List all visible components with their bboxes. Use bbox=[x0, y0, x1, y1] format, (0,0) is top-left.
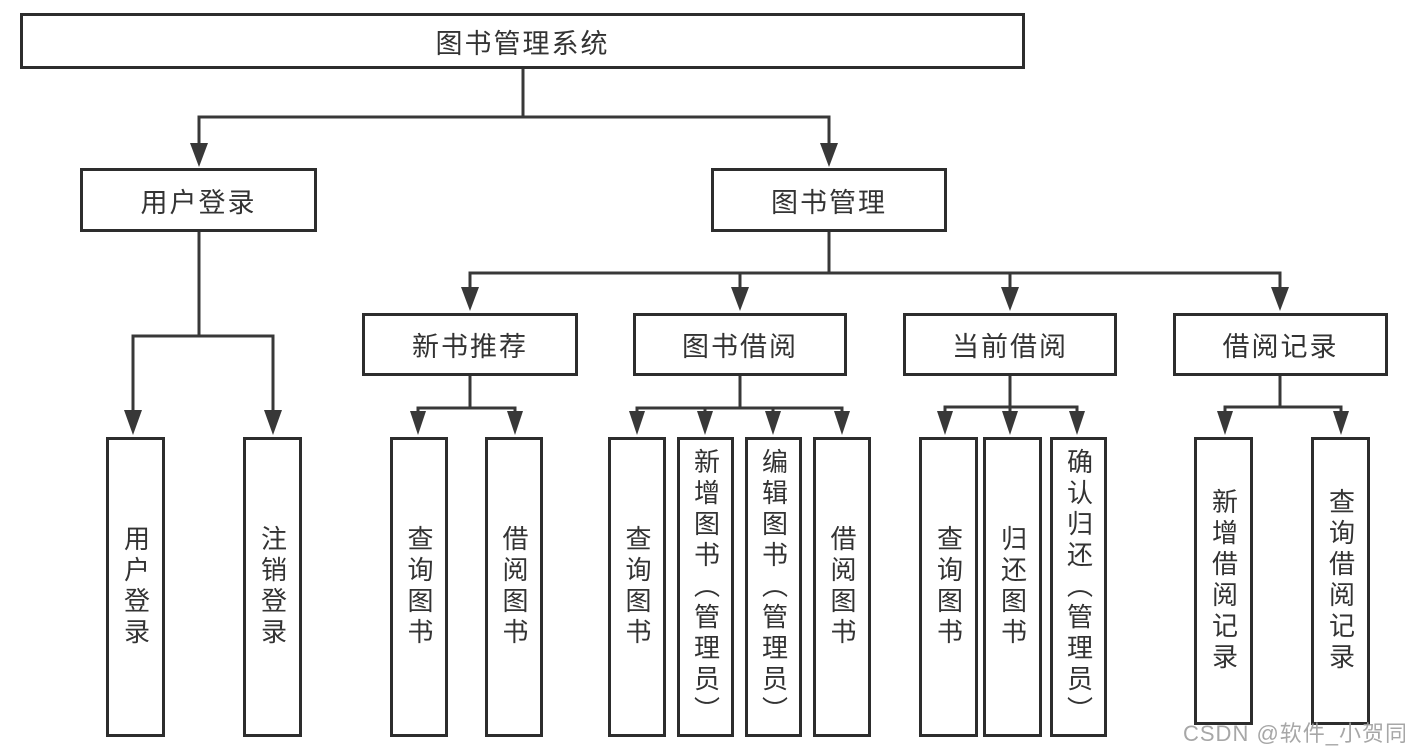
node-label: 用户登录 bbox=[120, 525, 151, 649]
watermark: CSDN @软件_小贺同学 bbox=[1183, 721, 1405, 746]
node-label: 新增图书（管理员） bbox=[690, 447, 721, 727]
leaf-return-books: 归还图书 bbox=[983, 437, 1042, 737]
node-label: 当前借阅 bbox=[952, 332, 1068, 362]
leaf-query-books-borrow: 查询图书 bbox=[608, 437, 666, 737]
node-label: 查询图书 bbox=[404, 525, 434, 649]
node-user-login: 用户登录 bbox=[80, 168, 317, 232]
node-book-management: 图书管理 bbox=[711, 168, 947, 232]
node-label: 查询图书 bbox=[933, 525, 964, 649]
leaf-confirm-return-admin: 确认归还（管理员） bbox=[1050, 437, 1107, 737]
leaf-borrow-books-recommend: 借阅图书 bbox=[485, 437, 543, 737]
leaf-user-login: 用户登录 bbox=[106, 437, 165, 737]
node-label: 归还图书 bbox=[997, 525, 1028, 649]
node-label: 用户登录 bbox=[140, 187, 257, 218]
leaf-query-books-current: 查询图书 bbox=[919, 437, 978, 737]
node-new-book-recommend: 新书推荐 bbox=[362, 313, 578, 376]
node-label: 图书管理 bbox=[771, 187, 887, 218]
node-label: 注销登录 bbox=[257, 525, 288, 649]
node-borrow-records: 借阅记录 bbox=[1173, 313, 1388, 376]
node-label: 借阅记录 bbox=[1222, 332, 1339, 362]
leaf-query-books-recommend: 查询图书 bbox=[390, 437, 448, 737]
node-label: 确认归还（管理员） bbox=[1063, 447, 1094, 727]
leaf-logout: 注销登录 bbox=[243, 437, 302, 737]
node-library-management-system: 图书管理系统 bbox=[20, 13, 1025, 69]
node-label: 查询借阅记录 bbox=[1325, 488, 1356, 674]
node-label: 借阅图书 bbox=[827, 525, 857, 649]
node-label: 借阅图书 bbox=[499, 525, 529, 649]
leaf-borrow-books: 借阅图书 bbox=[813, 437, 871, 737]
node-book-borrow: 图书借阅 bbox=[633, 313, 847, 376]
node-label: 查询图书 bbox=[622, 525, 652, 649]
leaf-add-books-admin: 新增图书（管理员） bbox=[677, 437, 734, 737]
node-label: 新增借阅记录 bbox=[1208, 488, 1239, 674]
node-label: 新书推荐 bbox=[412, 332, 528, 362]
node-label: 图书管理系统 bbox=[435, 28, 610, 59]
leaf-edit-books-admin: 编辑图书（管理员） bbox=[745, 437, 802, 737]
leaf-query-borrow-record: 查询借阅记录 bbox=[1311, 437, 1370, 725]
leaf-add-borrow-record: 新增借阅记录 bbox=[1194, 437, 1253, 725]
node-label: 图书借阅 bbox=[682, 332, 798, 362]
node-current-borrow: 当前借阅 bbox=[903, 313, 1117, 376]
node-label: 编辑图书（管理员） bbox=[758, 447, 789, 727]
